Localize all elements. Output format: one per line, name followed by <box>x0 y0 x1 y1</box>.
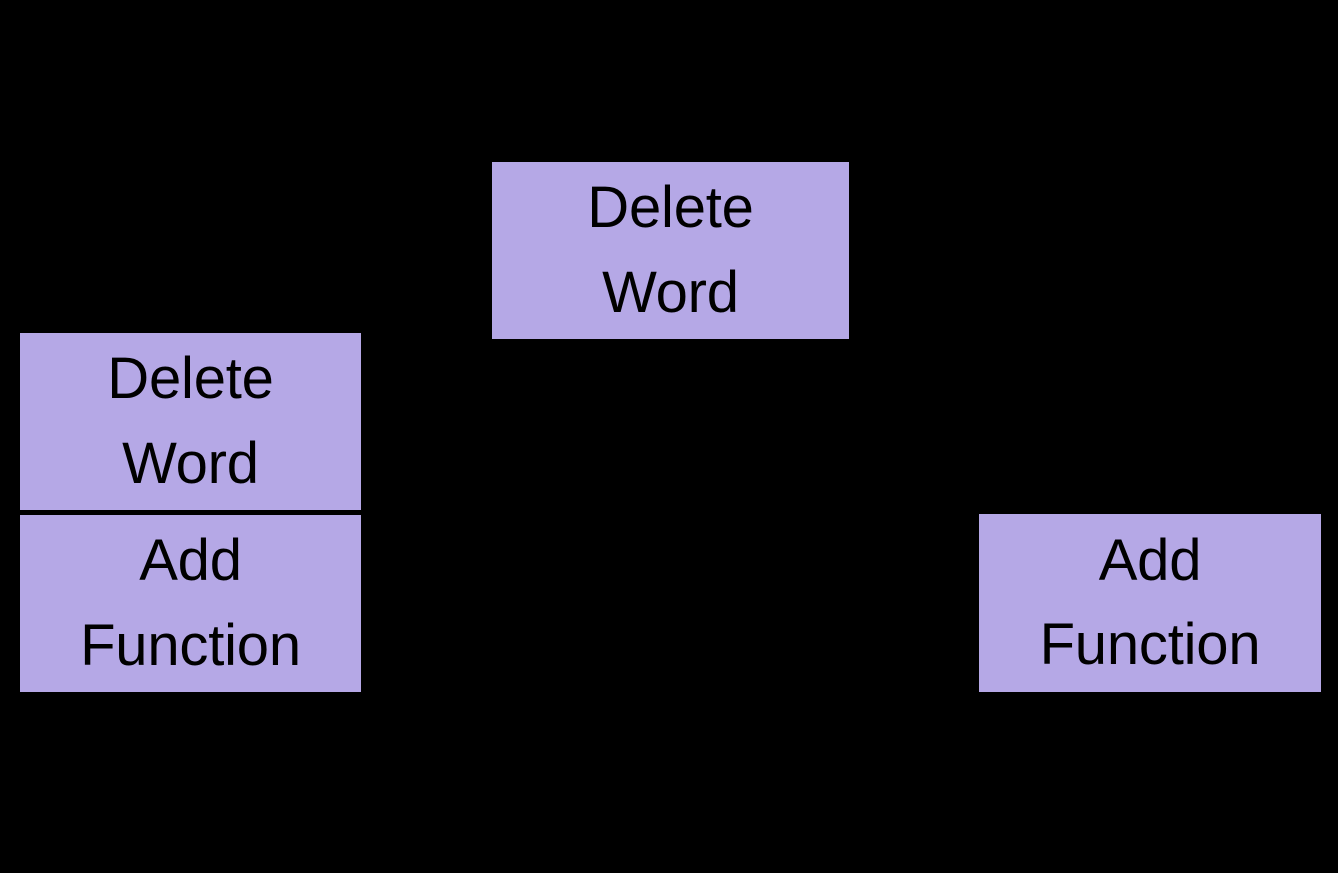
node-add-function-right-label: Add Function <box>1039 527 1261 677</box>
node-delete-word-top-label: Delete Word <box>587 175 754 325</box>
node-add-function-left[interactable]: Add Function <box>20 515 361 692</box>
stack-divider <box>20 510 361 515</box>
node-add-function-right[interactable]: Add Function <box>979 514 1321 692</box>
node-delete-word-left-label: Delete Word <box>107 346 274 496</box>
node-add-function-left-label: Add Function <box>80 528 301 678</box>
node-stack-left: Delete Word Add Function <box>20 333 361 692</box>
node-delete-word-top[interactable]: Delete Word <box>492 162 849 339</box>
node-delete-word-left[interactable]: Delete Word <box>20 333 361 510</box>
